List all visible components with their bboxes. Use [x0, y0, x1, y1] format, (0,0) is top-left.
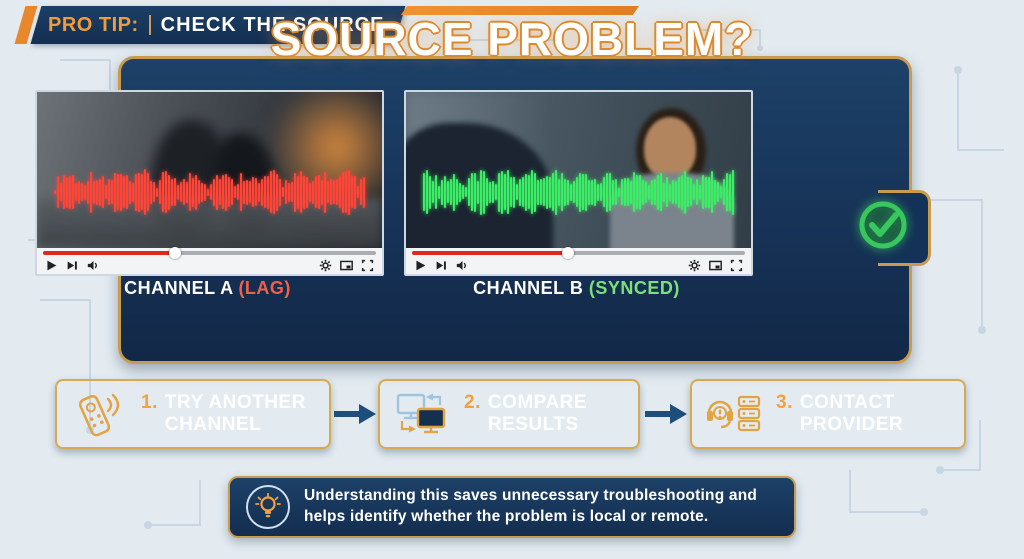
channel-b-status: (SYNCED): [588, 278, 680, 298]
step-3-number: 3.: [776, 391, 793, 413]
pip-icon[interactable]: [709, 259, 722, 272]
volume-icon[interactable]: [456, 259, 469, 272]
note-line2: helps identify whether the problem is lo…: [304, 508, 709, 525]
flow-arrow-icon: [645, 404, 687, 424]
player-controls-a: [37, 247, 382, 274]
lightbulb-icon: [246, 485, 290, 529]
step-1-line2: CHANNEL: [164, 414, 262, 435]
banner: PRO TIP: CHECK THE SOURCE: [48, 6, 384, 44]
progress-bar[interactable]: [412, 247, 745, 259]
banner-title: CHECK THE SOURCE: [160, 13, 385, 36]
progress-fill: [412, 247, 574, 259]
banner-divider: [148, 15, 151, 35]
step-1-number: 1.: [141, 391, 158, 413]
play-icon[interactable]: [414, 259, 427, 272]
step-3-line1: CONTACT: [799, 391, 895, 413]
settings-gear-icon[interactable]: [319, 259, 332, 272]
volume-icon[interactable]: [87, 259, 100, 272]
step-2-line2: RESULTS: [487, 414, 579, 435]
flow-arrow-icon: [334, 404, 376, 424]
progress-bar[interactable]: [43, 247, 376, 259]
audio-waveform-lag: [45, 168, 374, 216]
note-text: Understanding this saves unnecessary tro…: [304, 486, 757, 528]
note-line1: Understanding this saves unnecessary tro…: [304, 487, 758, 505]
progress-fill: [43, 247, 182, 259]
channel-a-name: CHANNEL A: [124, 278, 233, 298]
pip-icon[interactable]: [340, 259, 353, 272]
step-2-line1: COMPARE: [487, 391, 588, 413]
banner-prefix: PRO TIP:: [48, 13, 139, 36]
video-content-b: [406, 92, 751, 248]
fullscreen-icon[interactable]: [361, 259, 374, 272]
support-provider-icon: [702, 386, 764, 442]
video-frame-channel-b: [404, 90, 753, 276]
remote-control-icon: [67, 386, 129, 442]
note-box: Understanding this saves unnecessary tro…: [228, 476, 796, 538]
channel-b-name: CHANNEL B: [473, 278, 584, 298]
video-frame-channel-a: [35, 90, 384, 276]
next-icon[interactable]: [435, 259, 448, 272]
channel-a-label: CHANNEL A (LAG): [35, 278, 380, 299]
scene-b-woman-face: [643, 116, 696, 179]
next-icon[interactable]: [66, 259, 79, 272]
panel-title: SOURCE PROBLEM?: [270, 13, 754, 65]
channel-b-label: CHANNEL B (SYNCED): [404, 278, 749, 299]
compare-screens-icon: [390, 386, 452, 442]
step-2-number: 2.: [464, 391, 481, 413]
video-content-a: [37, 92, 382, 248]
settings-gear-icon[interactable]: [688, 259, 701, 272]
fullscreen-icon[interactable]: [730, 259, 743, 272]
progress-knob[interactable]: [169, 247, 182, 259]
audio-waveform-synced: [414, 168, 743, 216]
step-1-line1: TRY ANOTHER: [164, 391, 306, 413]
step-3-line2: PROVIDER: [799, 414, 904, 435]
play-icon[interactable]: [45, 259, 58, 272]
check-circle-icon: [859, 201, 907, 249]
progress-knob[interactable]: [561, 247, 574, 259]
channel-a-status: (LAG): [238, 278, 291, 298]
player-controls-b: [406, 247, 751, 274]
